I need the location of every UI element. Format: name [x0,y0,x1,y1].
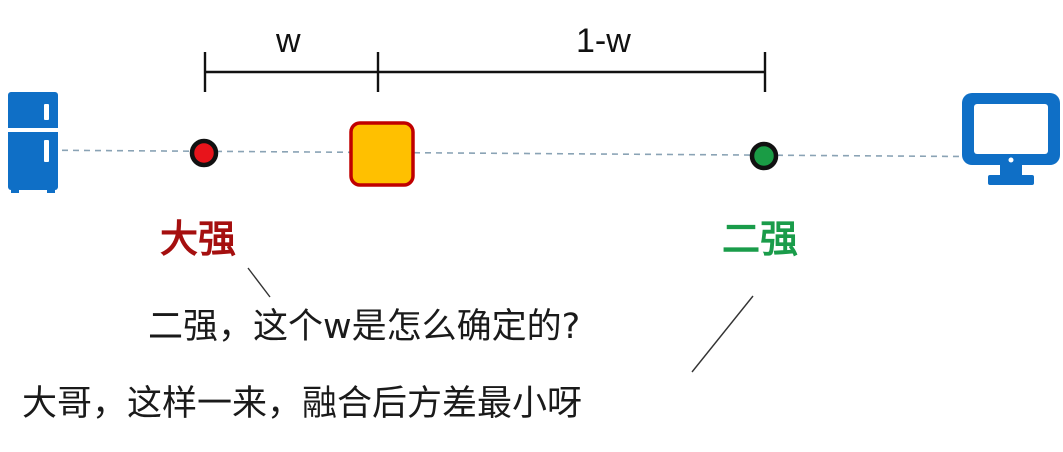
measure-label-w: w [276,22,301,60]
speech-line-right [691,295,754,373]
refrigerator-icon [8,92,58,193]
measure-label-one-minus-w: 1-w [576,22,631,60]
fused-estimate-square [349,121,415,187]
sensor-name-right: 二强 [722,217,799,261]
monitor-icon [962,93,1060,185]
sensor-point-right [749,141,779,171]
dialogue-answer: 大哥，这样一来，融合后方差最小呀 [22,384,583,424]
sensor-name-left: 大强 [160,217,237,261]
sensor-point-left [189,138,219,168]
dialogue-question: 二强，这个w是怎么确定的? [148,307,581,347]
baseline-dashed [17,149,1036,158]
speech-line-left [247,267,271,298]
measure-bracket [203,52,767,92]
